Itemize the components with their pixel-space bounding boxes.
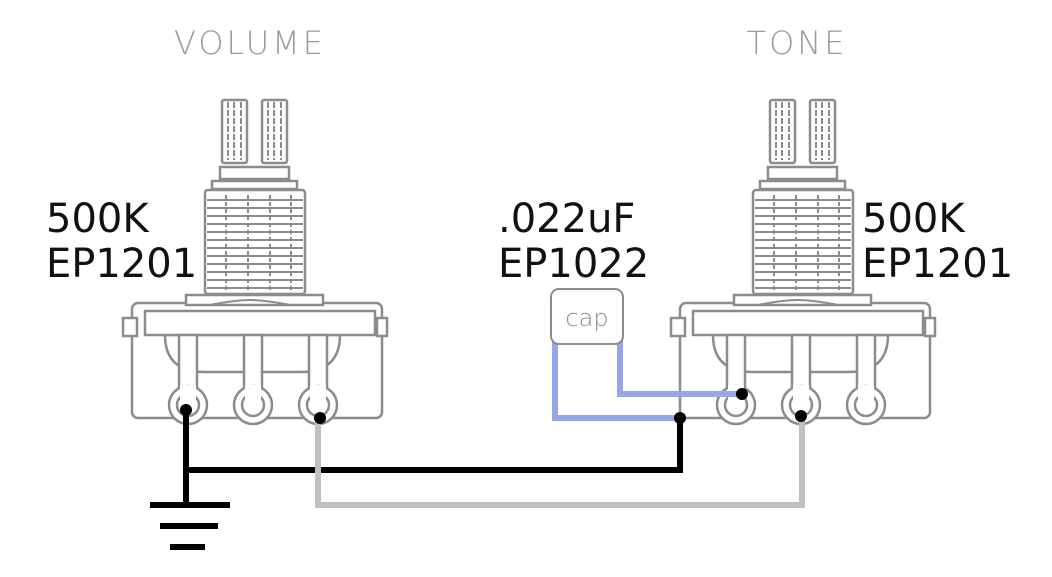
volume-part: EP1201 <box>46 241 197 287</box>
tone-value: 500K <box>862 196 966 242</box>
tone-title: TONE <box>747 24 848 62</box>
cap-body <box>550 288 624 345</box>
cap-body-label: cap <box>565 304 608 332</box>
volume-title: VOLUME <box>174 24 326 62</box>
cap-lead-right <box>617 340 742 397</box>
ground-wire-tone <box>186 418 683 473</box>
volume-value: 500K <box>46 196 150 242</box>
solder-points <box>180 388 807 424</box>
tone-part: EP1201 <box>862 241 1013 287</box>
capacitor: cap <box>550 288 742 421</box>
ground-symbol-icon <box>150 502 230 550</box>
cap-value: .022uF <box>498 196 635 242</box>
cap-lead-left <box>552 340 680 421</box>
cap-part: EP1022 <box>498 241 649 287</box>
signal-wire <box>315 414 805 508</box>
